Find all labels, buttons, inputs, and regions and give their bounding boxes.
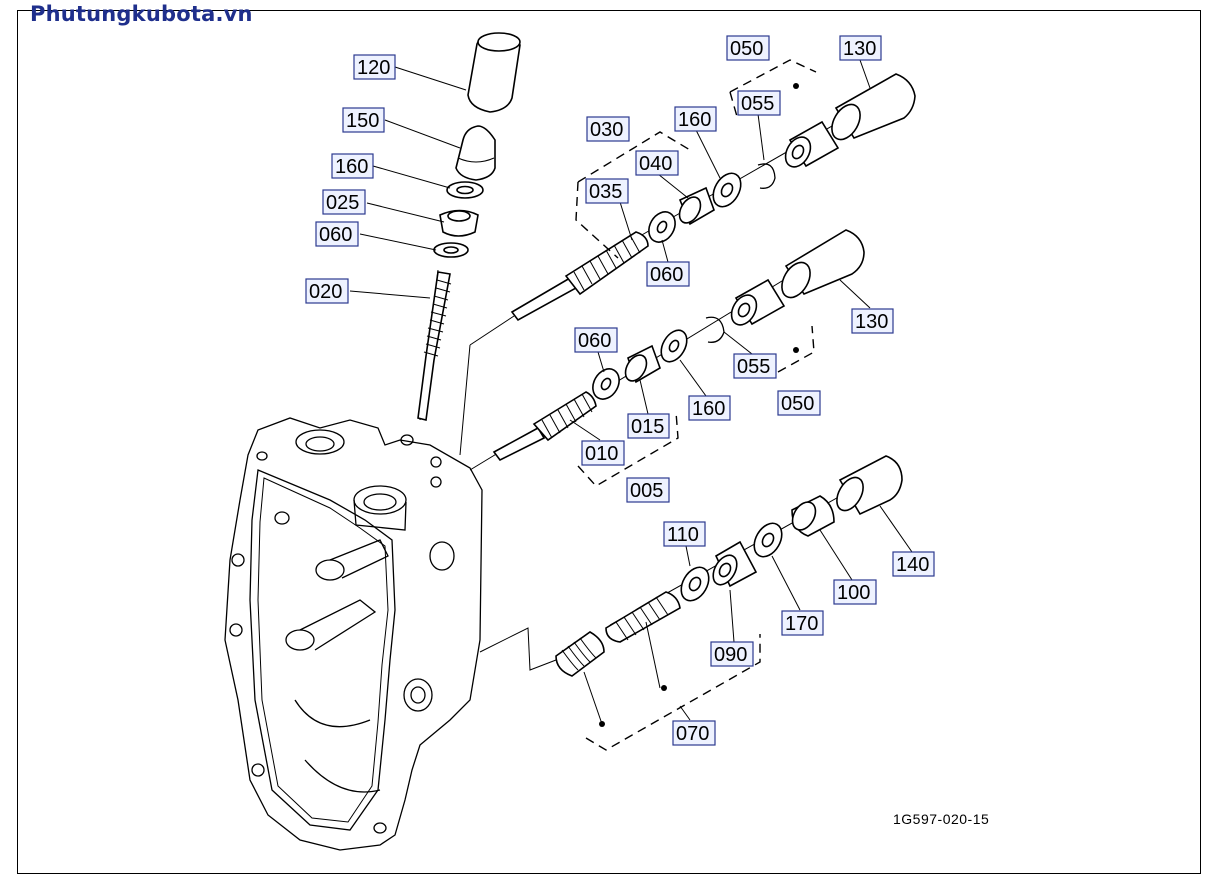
part-label-150[interactable]: 150: [342, 107, 385, 133]
svg-text:160: 160: [692, 398, 725, 420]
part-label-055[interactable]: 055: [733, 353, 777, 379]
drawing-number: 1G597-020-15: [893, 811, 990, 827]
svg-text:050: 050: [730, 38, 763, 60]
part-labels: 120 150 160 025 060 020 030 035: [305, 35, 935, 746]
svg-text:160: 160: [335, 156, 368, 178]
vertical-spool-stack: [417, 32, 521, 421]
svg-text:025: 025: [326, 192, 359, 214]
part-label-015[interactable]: 015: [627, 413, 670, 439]
part-label-035[interactable]: 035: [585, 178, 629, 204]
part-label-060[interactable]: 060: [574, 327, 618, 353]
svg-text:035: 035: [589, 181, 622, 203]
svg-text:120: 120: [357, 57, 390, 79]
svg-text:005: 005: [630, 480, 663, 502]
svg-text:130: 130: [855, 311, 888, 333]
part-label-020[interactable]: 020: [305, 278, 349, 304]
svg-text:050: 050: [781, 393, 814, 415]
part-label-070[interactable]: 070: [672, 720, 716, 746]
part-label-050[interactable]: 050: [777, 390, 821, 416]
drawing-frame: [17, 10, 1201, 874]
part-label-110[interactable]: 110: [663, 521, 706, 547]
part-label-130[interactable]: 130: [839, 35, 882, 61]
svg-text:060: 060: [578, 330, 611, 352]
middle-spool-assembly: [492, 229, 865, 462]
part-label-050[interactable]: 050: [726, 35, 770, 61]
svg-text:010: 010: [585, 443, 618, 465]
part-label-060[interactable]: 060: [646, 261, 690, 287]
part-label-160[interactable]: 160: [688, 395, 731, 421]
part-label-170[interactable]: 170: [781, 610, 824, 636]
svg-text:020: 020: [309, 281, 342, 303]
part-label-010[interactable]: 010: [581, 440, 625, 466]
svg-text:015: 015: [631, 416, 664, 438]
upper-spool-assembly: [510, 73, 916, 322]
lower-spring-assembly: [555, 455, 903, 677]
svg-text:070: 070: [676, 723, 709, 745]
part-label-030[interactable]: 030: [586, 116, 630, 142]
svg-text:160: 160: [678, 109, 711, 131]
part-label-120[interactable]: 120: [353, 54, 396, 80]
svg-text:060: 060: [319, 224, 352, 246]
part-label-040[interactable]: 040: [635, 150, 679, 176]
svg-text:055: 055: [741, 93, 774, 115]
svg-text:040: 040: [639, 153, 672, 175]
part-label-130[interactable]: 130: [851, 308, 894, 334]
svg-text:130: 130: [843, 38, 876, 60]
label-leaders: [349, 59, 913, 725]
axis-lines: [419, 109, 861, 671]
svg-text:140: 140: [896, 554, 929, 576]
part-label-140[interactable]: 140: [892, 551, 935, 577]
part-label-060[interactable]: 060: [315, 221, 359, 247]
part-label-090[interactable]: 090: [710, 641, 754, 667]
svg-text:150: 150: [346, 110, 379, 132]
part-label-160[interactable]: 160: [331, 153, 374, 179]
svg-text:060: 060: [650, 264, 683, 286]
svg-text:055: 055: [737, 356, 770, 378]
part-label-160[interactable]: 160: [674, 106, 717, 132]
svg-text:170: 170: [785, 613, 818, 635]
part-label-025[interactable]: 025: [322, 189, 366, 215]
valve-housing: [224, 417, 483, 851]
group-brackets: [575, 59, 817, 751]
svg-text:090: 090: [714, 644, 747, 666]
svg-text:110: 110: [667, 524, 699, 546]
svg-text:100: 100: [837, 582, 870, 604]
brand-logo-text[interactable]: Phutungkubota.vn: [30, 2, 253, 26]
part-label-055[interactable]: 055: [737, 90, 781, 116]
part-label-100[interactable]: 100: [833, 579, 877, 605]
svg-text:030: 030: [590, 119, 623, 141]
part-label-005[interactable]: 005: [626, 477, 670, 503]
